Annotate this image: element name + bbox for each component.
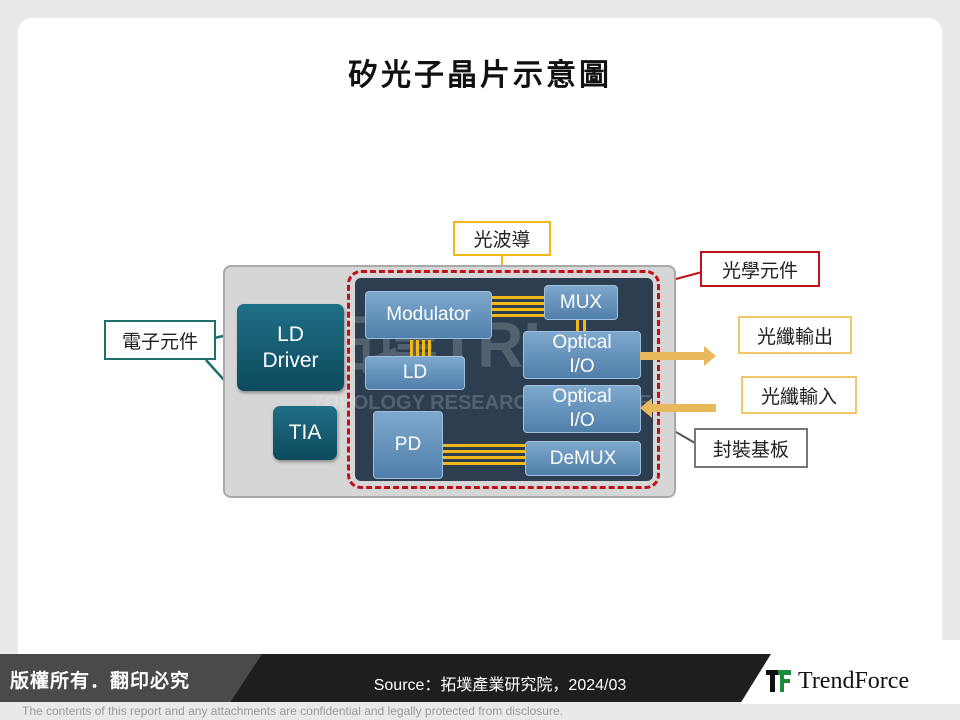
disclaimer-text: The contents of this report and any atta… [22,704,563,718]
waveguide-line [428,340,431,356]
tia-label: TIA [288,421,322,444]
pd-label: PD [394,434,422,455]
pd-block: PD [373,411,443,479]
optical-io-label-2: I/O [569,410,595,431]
waveguide-line [422,340,425,356]
waveguide-line [583,320,586,332]
optical-io-label-1: Optical [552,332,612,353]
ld-driver-block: LD Driver [237,304,344,391]
modulator-label: Modulator [386,304,471,325]
waveguide-line [443,462,525,465]
optical-io-label-1: Optical [552,386,612,407]
mux-label: MUX [559,291,603,313]
fiber-arrows [640,346,716,418]
waveguide-line [443,444,525,447]
arrow-right-icon [640,346,716,366]
waveguide-line [492,314,544,317]
brand-name: TrendForce [798,667,910,694]
callout-package-substrate: 封裝基板 [694,428,808,468]
modulator-block: Modulator [365,291,492,339]
copyright-text: 版權所有．翻印必究 [10,670,191,692]
waveguide-line [576,320,579,332]
waveguide-line [443,456,525,459]
callout-optical-components: 光學元件 [700,251,820,287]
callout-electronic-components: 電子元件 [104,320,216,360]
waveguide-line [492,296,544,299]
callout-waveguide-text: 光波導 [473,229,531,251]
callout-fiber-input: 光纖輸入 [741,376,857,414]
optical-components-boundary [347,270,660,489]
waveguide-line [443,450,525,453]
optical-io-input-block: Optical I/O [523,385,641,433]
optical-io-label-2: I/O [569,356,595,377]
callout-package-substrate-text: 封裝基板 [712,438,789,461]
demux-block: DeMUX [525,441,641,476]
callout-fiber-input-text: 光纖輸入 [760,385,837,408]
trendforce-logo: TrendForce [766,664,946,698]
callout-waveguide: 光波導 [453,221,551,256]
ld-block: LD [365,356,465,390]
footer-copyright-panel [0,654,262,702]
callout-fiber-output-text: 光纖輸出 [756,325,833,348]
ld-driver-label-2: Driver [262,348,319,372]
trendforce-mark-icon [766,670,791,692]
ld-label: LD [402,362,428,383]
waveguide-line [492,302,544,305]
source-text: Source：拓墣產業研究院，2024/03 [373,677,627,694]
callout-fiber-output: 光纖輸出 [738,316,852,354]
arrow-left-icon [640,398,716,418]
mux-block: MUX [544,285,618,320]
waveguide-line [492,308,544,311]
waveguide-line [416,340,419,356]
tia-block: TIA [273,406,337,460]
optical-io-output-block: Optical I/O [523,331,641,379]
callout-electronic-components-text: 電子元件 [121,330,198,353]
demux-label: DeMUX [549,447,617,469]
waveguide-line [410,340,413,356]
ld-driver-label-1: LD [277,322,304,346]
slide-title: 矽光子晶片示意圖 [348,58,612,93]
callout-optical-components-text: 光學元件 [721,259,798,282]
